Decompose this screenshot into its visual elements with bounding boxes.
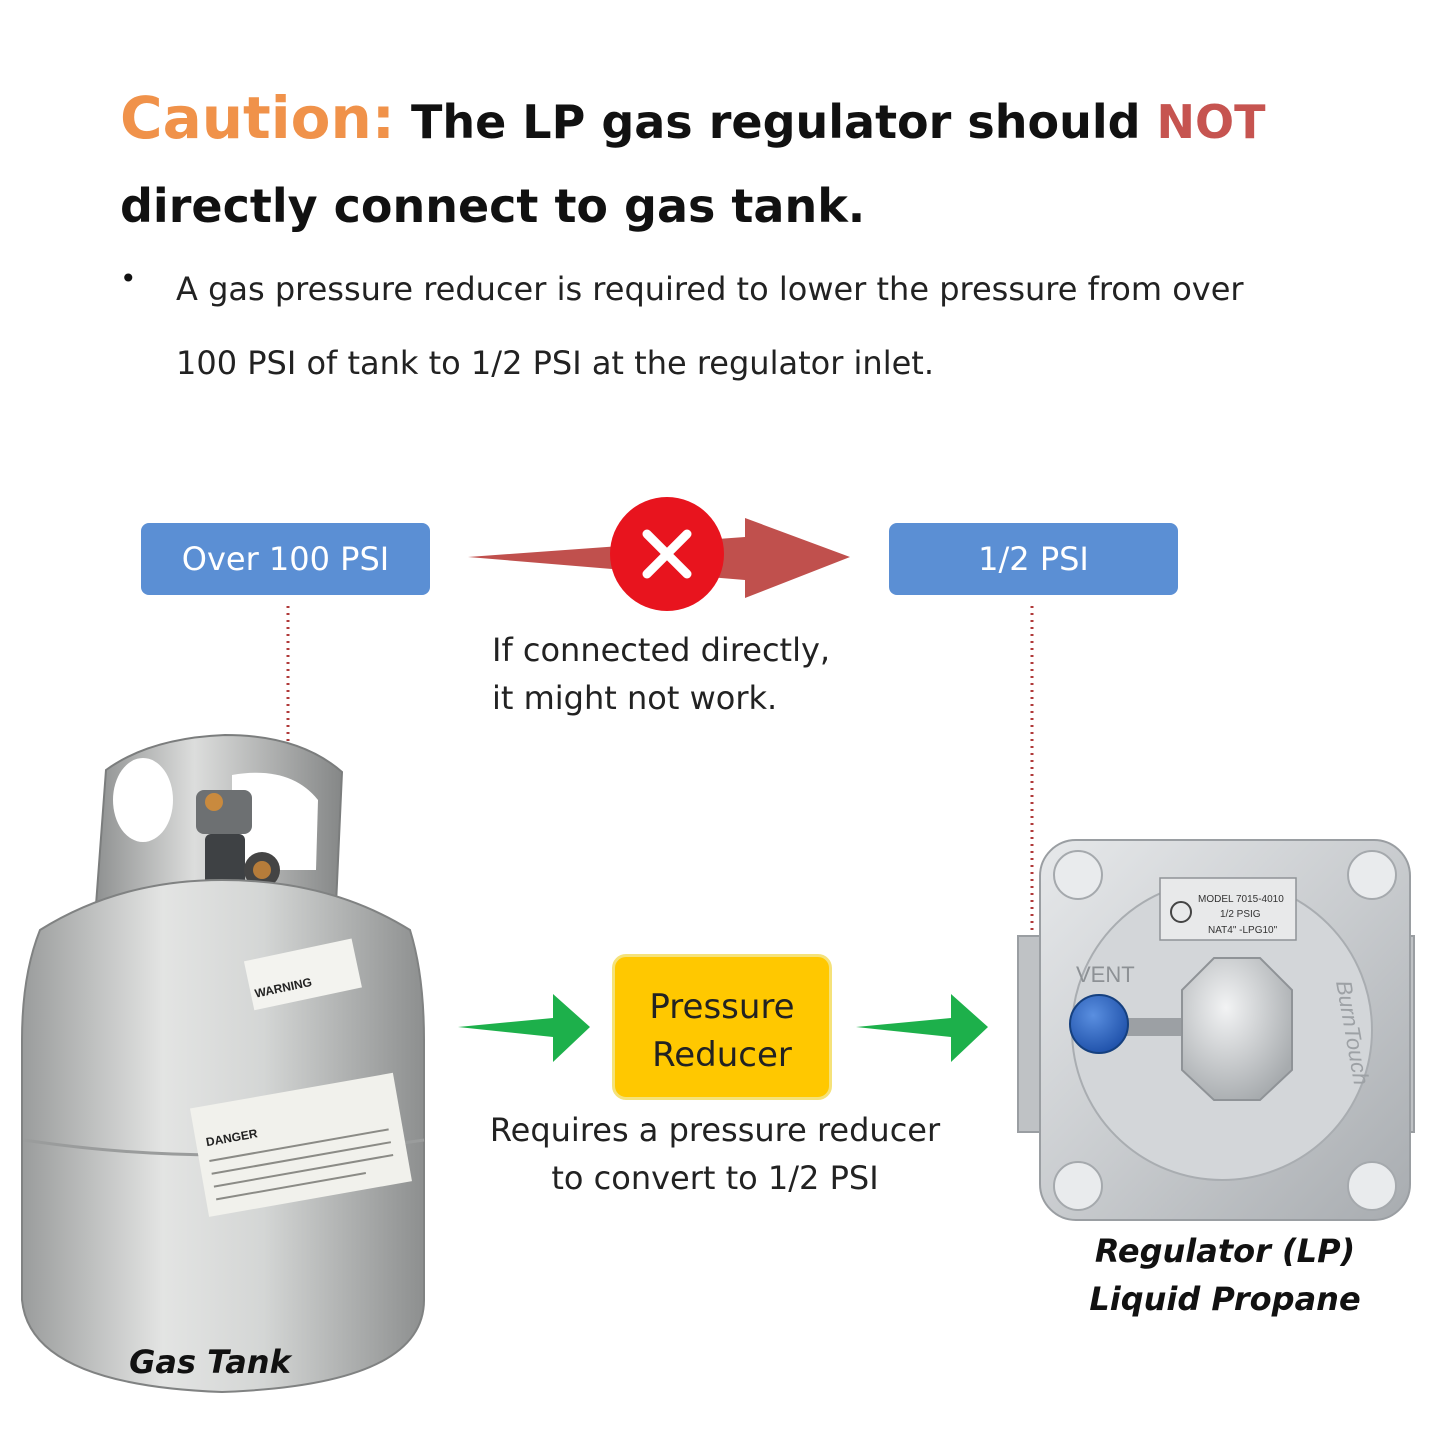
page-title: Caution: The LP gas regulator should NOT… [120,76,1360,248]
regulator-vent-text: VENT [1076,962,1135,987]
regulator-label: Regulator (LP) Liquid Propane [1070,1227,1380,1323]
reducer-caption-line-2: to convert to 1/2 PSI [551,1159,879,1197]
title-part1: The LP gas regulator should [394,95,1157,149]
pressure-reducer-box: Pressure Reducer [612,954,832,1100]
regulator-label-line-1: Regulator (LP) [1094,1232,1356,1270]
arrow-right-icon [458,994,590,1062]
reducer-caption-line-1: Requires a pressure reducer [489,1111,941,1149]
x-circle-icon [610,497,724,611]
gas-tank-label: Gas Tank [129,1343,291,1381]
regulator-model-text: MODEL 7015-4010 [1198,894,1284,905]
direct-caption-line-2: it might not work. [492,679,778,717]
regulator-psig-text: 1/2 PSIG [1220,909,1261,920]
direct-caption-line-1: If connected directly, [492,631,831,669]
regulator-nat-text: NAT4" -LPG10" [1208,925,1278,936]
half-psi-box: 1/2 PSI [889,523,1178,595]
bullet-line-2: 100 PSI of tank to 1/2 PSI at the regula… [176,344,934,382]
over-100-psi-box: Over 100 PSI [141,523,430,595]
caution-label: Caution: [120,84,395,152]
reducer-line-2: Reducer [652,1035,792,1075]
title-not: NOT [1156,95,1266,149]
regulator-label-line-2: Liquid Propane [1089,1280,1361,1318]
bullet-icon: • [120,262,137,295]
regulator-illustration: MODEL 7015-4010 1/2 PSIG NAT4" -LPG10" V… [1017,839,1415,1221]
bullet-line-1: A gas pressure reducer is required to lo… [176,270,1244,308]
direct-connection-caption: If connected directly, it might not work… [492,626,830,722]
gas-tank-illustration: WARNING DANGER [21,733,425,1394]
title-part2: directly connect to gas tank. [120,179,866,233]
reducer-caption: Requires a pressure reducer to convert t… [470,1106,960,1202]
reducer-line-1: Pressure [649,987,795,1027]
arrow-right-icon [856,994,988,1062]
bullet-text: A gas pressure reducer is required to lo… [176,252,1316,400]
